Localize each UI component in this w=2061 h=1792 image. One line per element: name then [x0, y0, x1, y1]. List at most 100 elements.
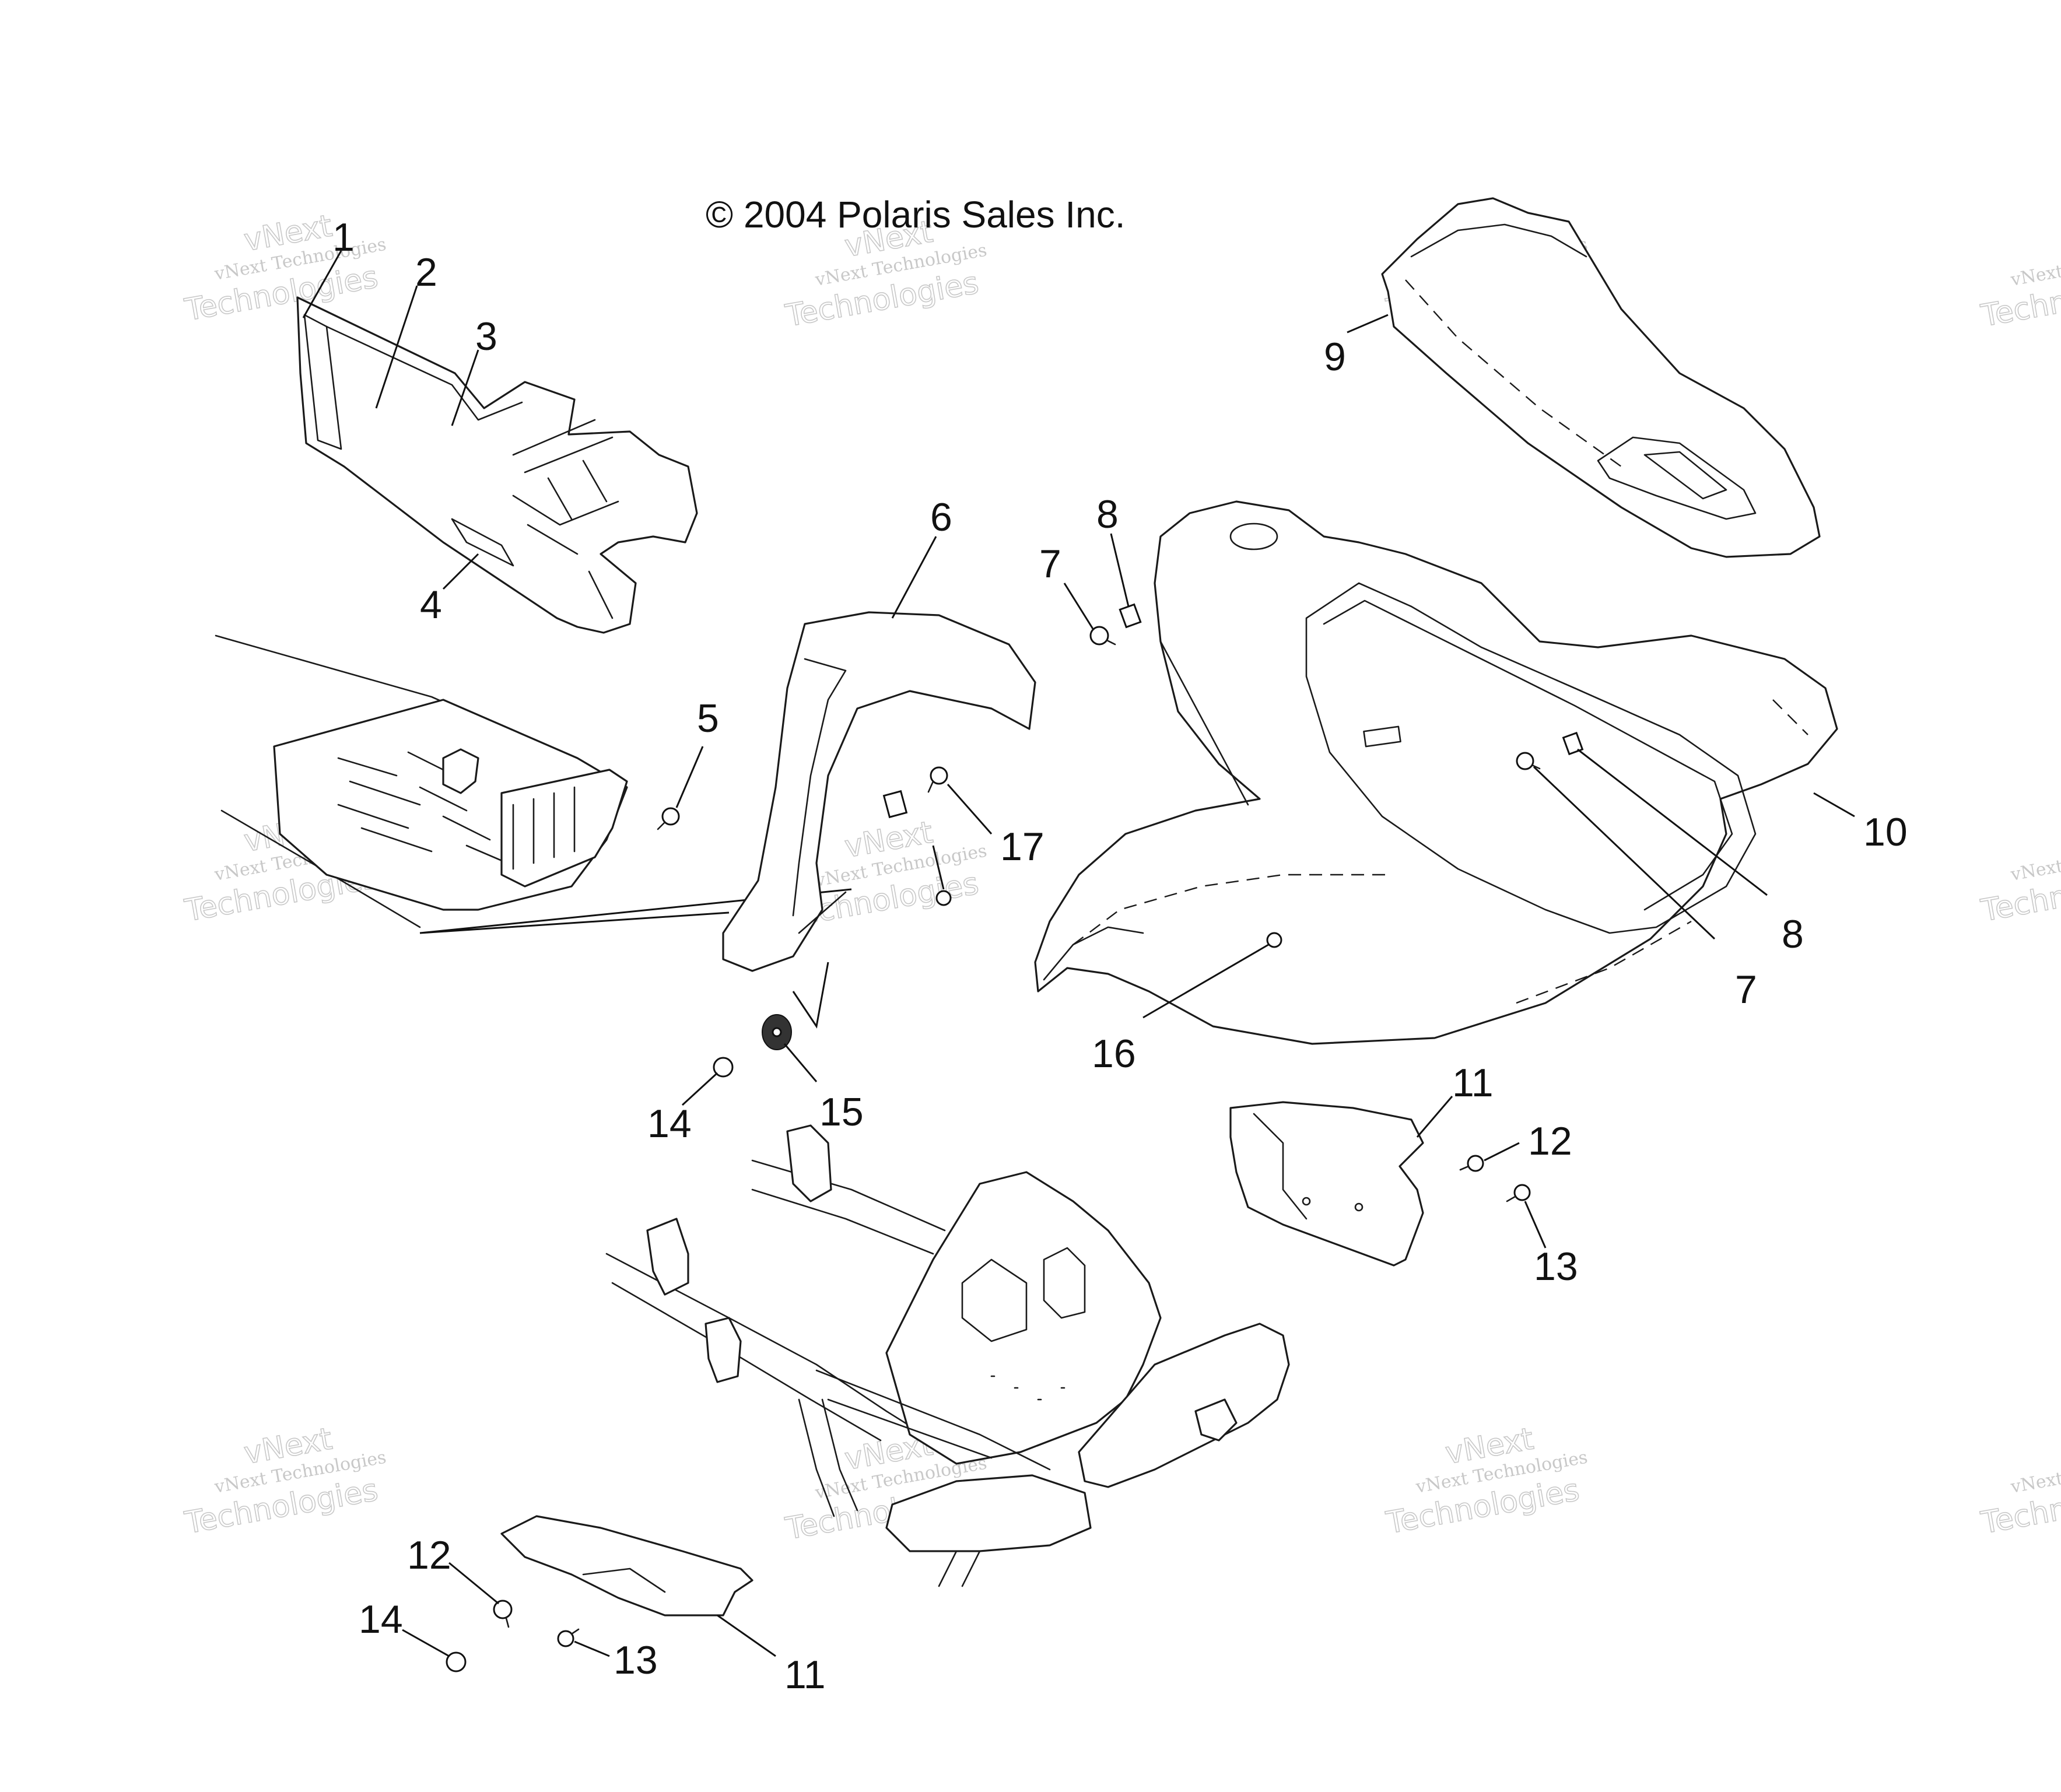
fastener-7-upper-head: [1089, 626, 1109, 646]
bolt-13-right: [1506, 1184, 1531, 1202]
callout-13-bottom: 13: [614, 1638, 658, 1682]
leader-7-upper: [1063, 583, 1095, 630]
bolt-13-bottom-shank: [570, 1628, 580, 1635]
fender-flare-outline: [722, 611, 1036, 972]
nut-16: [1266, 932, 1282, 948]
frame-crossmember: [815, 1369, 1051, 1471]
callout-10: 10: [1863, 810, 1908, 854]
bolt-12-bottom-shank: [505, 1617, 510, 1628]
part-inner-fender-panel: [296, 296, 698, 634]
side-panel-right-rib: [1253, 1113, 1308, 1220]
callout-7-upper: 7: [1039, 542, 1061, 586]
frame-side-tube: [1078, 1323, 1290, 1488]
watermark-mid-edge: vNext Technologies Technologies: [1978, 835, 2061, 930]
rear-fender-dashed-contour: [1072, 699, 1808, 1004]
callout-14-upper: 14: [647, 1102, 692, 1146]
leader-15: [783, 1043, 818, 1082]
rear-fender-badge: [1363, 725, 1401, 748]
bolt-13-right-shank: [1506, 1195, 1516, 1202]
hardware: [446, 603, 1584, 1672]
frame-rear-plate: [885, 1171, 1162, 1465]
part-footrest: [215, 634, 852, 934]
leader-4: [442, 553, 479, 590]
leader-11-right: [1416, 1096, 1453, 1138]
copyright-notice: © 2004 Polaris Sales Inc.: [706, 194, 1126, 236]
leader-12-bottom: [448, 1562, 499, 1605]
frame-mount-upper: [786, 1124, 832, 1202]
leader-17: [947, 784, 993, 834]
fastener-5: [657, 807, 680, 830]
washer-15-hole: [772, 1027, 782, 1037]
clip-8-lower: [1562, 731, 1584, 756]
nut-14-upper: [713, 1057, 734, 1078]
callout-12-right: 12: [1528, 1119, 1572, 1163]
callout-16: 16: [1092, 1032, 1136, 1076]
fastener-7-lower-shank: [1531, 764, 1541, 770]
watermark-line1: vNext Technologies: [2009, 240, 2061, 290]
rear-fender-fuel-cap: [1229, 522, 1278, 550]
part-fender-flare: [722, 611, 1036, 972]
clip-17: [882, 790, 908, 819]
watermark-top-left: vNext Technologies Technologies vNext: [181, 208, 387, 329]
leader-2: [375, 285, 418, 409]
leader-8-lower: [1577, 748, 1768, 896]
leader-lines: [302, 250, 1855, 1657]
rear-fender-seat-channel-inner: [1323, 599, 1733, 911]
footrest-heel-guard: [442, 748, 479, 794]
washer-15: [762, 1014, 792, 1050]
bolt-13-bottom: [557, 1628, 580, 1647]
bolt-12-right-shank: [1459, 1165, 1470, 1171]
callout-9: 9: [1324, 335, 1346, 379]
callout-7-lower: 7: [1735, 967, 1757, 1012]
callout-13-right: 13: [1534, 1244, 1578, 1289]
bolt-13-right-head: [1513, 1184, 1531, 1201]
clip-8-upper: [1119, 603, 1142, 629]
callout-6: 6: [930, 495, 952, 539]
fastener-7-lower: [1516, 752, 1541, 770]
footrest-bracket-bars: [512, 786, 576, 870]
leader-14-upper: [681, 1072, 718, 1106]
leader-3: [451, 349, 479, 426]
callout-1: 1: [332, 215, 355, 259]
callout-14-bottom: 14: [359, 1597, 403, 1642]
frame-rear-plate-cutout: [961, 1247, 1086, 1342]
leader-5: [675, 746, 704, 808]
seat-outline: [1381, 197, 1821, 558]
callout-11-bottom: 11: [784, 1653, 826, 1697]
leader-11-bottom: [717, 1614, 776, 1657]
fender-flare-inner-edge: [792, 658, 847, 917]
watermark-bottom-left: vNext Technologies Technologies vNext: [181, 1421, 387, 1542]
rear-fender-front-lip: [1043, 926, 1144, 981]
rear-fender-seat-channel: [1305, 582, 1757, 934]
side-panel-right-outline: [1229, 1101, 1424, 1267]
part-skid-guard-bottom: [500, 1515, 753, 1616]
leader-14-bottom: [402, 1629, 450, 1657]
bolt-12-right-head: [1467, 1155, 1484, 1172]
callout-8-upper: 8: [1096, 492, 1119, 536]
bolt-12-bottom-head: [493, 1600, 513, 1619]
leader-12-right: [1484, 1142, 1520, 1162]
frame-mount-left: [646, 1218, 689, 1296]
inner-fender-inner-edge: [325, 325, 614, 619]
rear-fender-outline: [1034, 500, 1838, 1045]
frame-mount-center: [704, 1317, 742, 1383]
seat-seam: [1405, 279, 1622, 467]
part-frame: [605, 1124, 1290, 1587]
leader-9: [1347, 314, 1389, 334]
callout-8-lower: 8: [1782, 912, 1804, 956]
inner-fender-bracket: [451, 518, 514, 567]
frame-holes: [990, 1375, 1065, 1401]
fastener-7-upper-shank: [1106, 639, 1116, 646]
watermark-line1: vNext Technologies: [2009, 1447, 2061, 1498]
bolt-17-shank: [927, 780, 934, 793]
bolt-12-right: [1459, 1155, 1484, 1172]
side-panel-right-hole: [1354, 1202, 1364, 1212]
leader-8-upper: [1110, 533, 1130, 607]
callout-12-bottom: 12: [407, 1533, 451, 1577]
callout-11-right: 11: [1452, 1061, 1494, 1105]
leader-13-bottom: [574, 1640, 610, 1657]
leader-10: [1813, 792, 1855, 818]
callout-2: 2: [415, 250, 437, 294]
callout-15: 15: [819, 1090, 864, 1134]
